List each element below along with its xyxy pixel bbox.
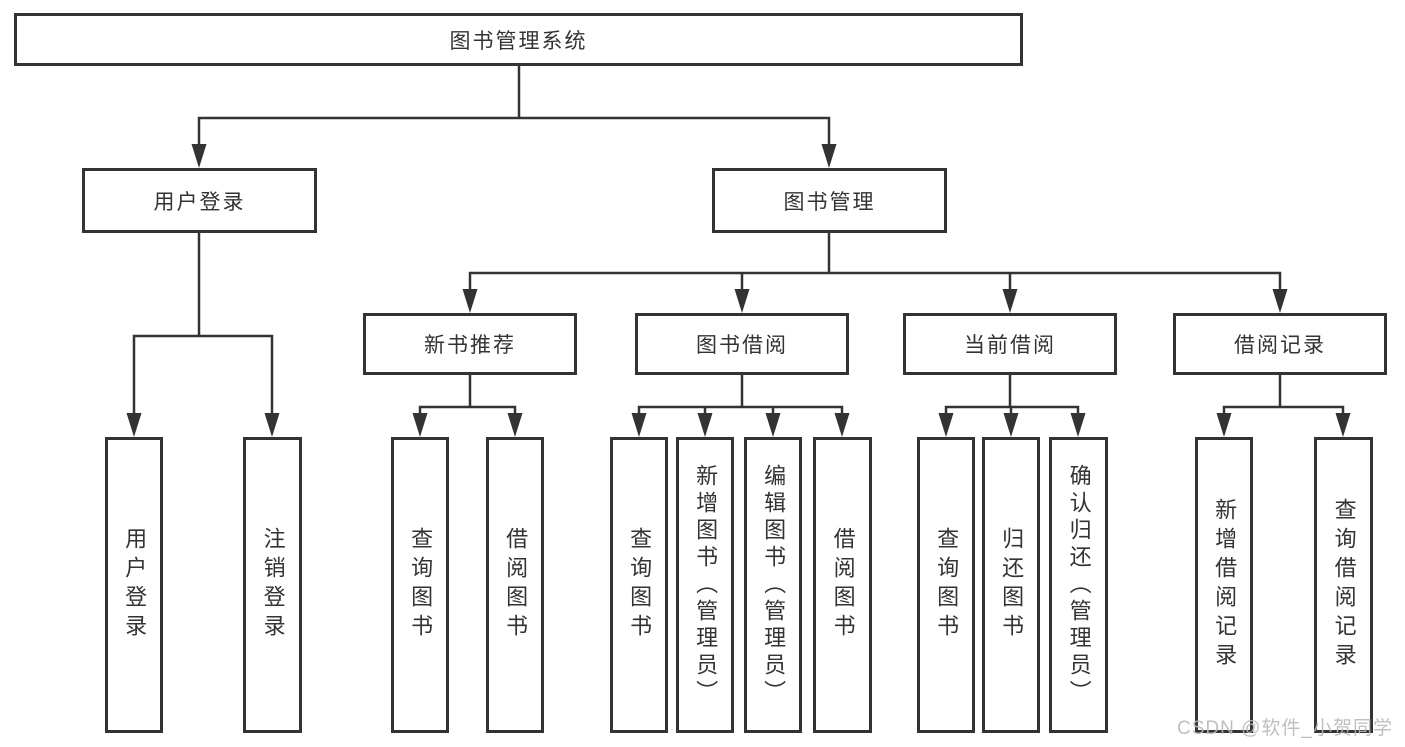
leaf-query-books-recommend-label: 查询图书 [408, 527, 434, 643]
leaf-user-login-label: 用户登录 [122, 527, 148, 643]
arrow-down-icon [126, 413, 142, 437]
leaf-add-borrow-record: 新增借阅记录 [1195, 437, 1253, 733]
leaf-add-books-admin-label: 新增图书（管理员） [693, 463, 719, 707]
leaf-query-books-recommend: 查询图书 [391, 437, 449, 733]
edge-book-borrowing-to-leaves [631, 375, 850, 437]
leaf-query-books-current: 查询图书 [917, 437, 975, 733]
node-borrowing-records: 借阅记录 [1173, 313, 1387, 375]
node-book-borrowing-label: 图书借阅 [696, 334, 788, 357]
node-borrowing-records-label: 借阅记录 [1234, 334, 1326, 357]
arrow-down-icon [1070, 413, 1086, 437]
node-book-management: 图书管理 [712, 168, 947, 233]
arrow-down-icon [631, 413, 647, 437]
leaf-add-books-admin: 新增图书（管理员） [676, 437, 734, 733]
arrow-down-icon [697, 413, 713, 437]
leaf-edit-books-admin: 编辑图书（管理员） [744, 437, 802, 733]
edge-borrowing-records-to-leaves [1216, 375, 1351, 437]
arrow-down-icon [1335, 413, 1351, 437]
arrow-down-icon [834, 413, 850, 437]
edge-user-login-to-leaves [126, 233, 280, 437]
leaf-query-books-borrowing: 查询图书 [610, 437, 668, 733]
node-new-book-recommend: 新书推荐 [363, 313, 577, 375]
leaf-query-borrow-record-label: 查询借阅记录 [1331, 498, 1357, 672]
edge-book-management-to-level3 [462, 233, 1288, 313]
leaf-query-borrow-record: 查询借阅记录 [1314, 437, 1373, 733]
arrow-down-icon [191, 144, 207, 168]
node-user-login: 用户登录 [82, 168, 317, 233]
leaf-return-books: 归还图书 [982, 437, 1040, 733]
node-user-login-label: 用户登录 [153, 190, 246, 214]
node-root-system: 图书管理系统 [14, 13, 1023, 66]
leaf-borrow-books-borrowing: 借阅图书 [813, 437, 872, 733]
arrow-down-icon [1003, 413, 1019, 437]
arrow-down-icon [734, 289, 750, 313]
edge-root-to-level2 [191, 66, 837, 168]
arrow-down-icon [1216, 413, 1232, 437]
leaf-edit-books-admin-label: 编辑图书（管理员） [761, 463, 787, 707]
arrow-down-icon [1272, 289, 1288, 313]
node-root-label: 图书管理系统 [449, 29, 588, 53]
node-book-management-label: 图书管理 [783, 190, 876, 214]
leaf-return-books-label: 归还图书 [999, 527, 1025, 643]
leaf-query-books-current-label: 查询图书 [934, 527, 960, 643]
node-new-book-recommend-label: 新书推荐 [424, 334, 516, 357]
arrow-down-icon [821, 144, 837, 168]
leaf-query-books-borrowing-label: 查询图书 [627, 527, 653, 643]
leaf-confirm-return-admin-label: 确认归还（管理员） [1066, 463, 1092, 707]
leaf-borrow-books-recommend: 借阅图书 [486, 437, 544, 733]
arrow-down-icon [938, 413, 954, 437]
edge-new-book-recommend-to-leaves [412, 375, 523, 437]
arrow-down-icon [462, 289, 478, 313]
leaf-logout-label: 注销登录 [260, 527, 286, 643]
leaf-user-login: 用户登录 [105, 437, 163, 733]
arrow-down-icon [507, 413, 523, 437]
edge-current-borrowing-to-leaves [938, 375, 1086, 437]
arrow-down-icon [412, 413, 428, 437]
arrow-down-icon [1002, 289, 1018, 313]
leaf-confirm-return-admin: 确认归还（管理员） [1049, 437, 1108, 733]
leaf-borrow-books-borrowing-label: 借阅图书 [830, 527, 856, 643]
node-book-borrowing: 图书借阅 [635, 313, 849, 375]
node-current-borrowing-label: 当前借阅 [964, 334, 1056, 357]
leaf-logout: 注销登录 [243, 437, 302, 733]
node-current-borrowing: 当前借阅 [903, 313, 1117, 375]
leaf-add-borrow-record-label: 新增借阅记录 [1212, 498, 1238, 672]
leaf-borrow-books-recommend-label: 借阅图书 [503, 527, 529, 643]
arrow-down-icon [765, 413, 781, 437]
arrow-down-icon [264, 413, 280, 437]
